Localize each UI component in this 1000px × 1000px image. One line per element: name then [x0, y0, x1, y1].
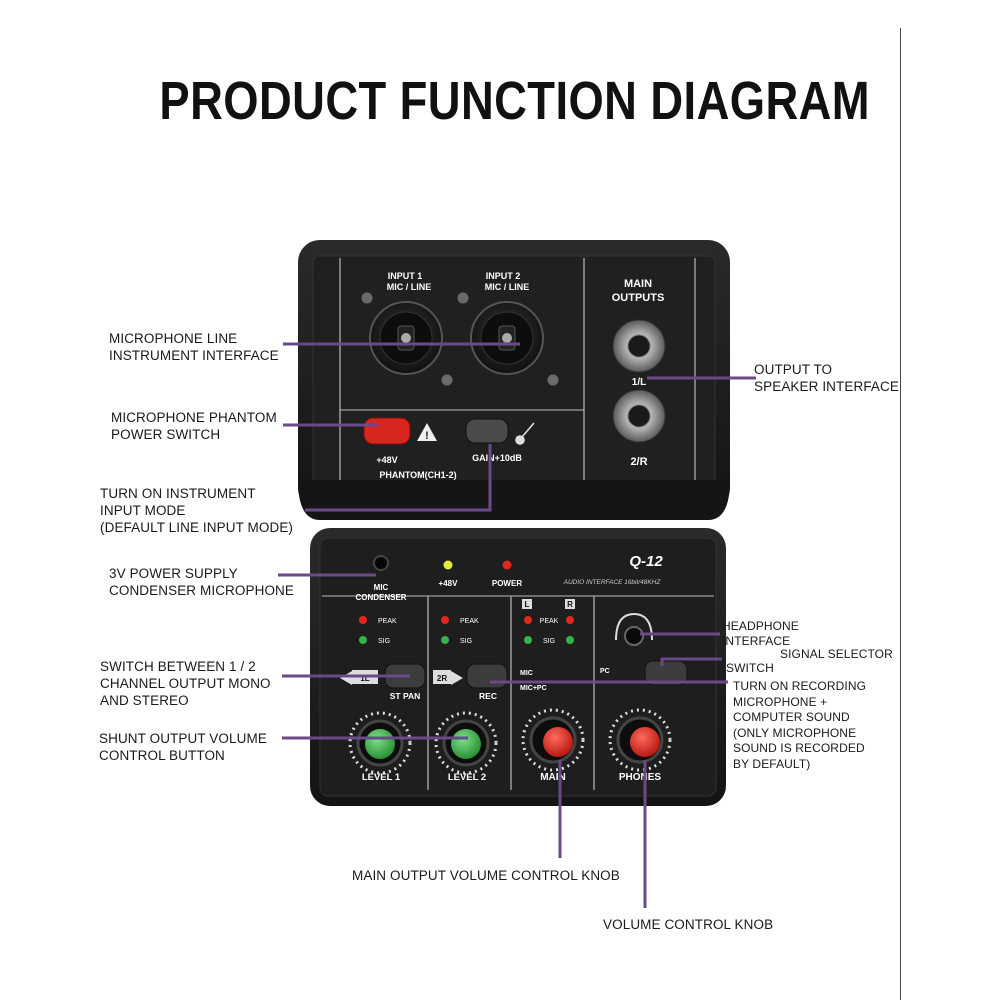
pc-label: PC: [600, 668, 610, 675]
callout-recording: TURN ON RECORDING MICROPHONE + COMPUTER …: [733, 679, 867, 771]
main-knob[interactable]: [521, 708, 585, 772]
main-outputs-label-2: OUTPUTS: [612, 292, 665, 304]
page-title: PRODUCT FUNCTION DIAGRAM: [159, 71, 871, 131]
leader-lines: [278, 342, 756, 908]
rec-mic-label: MIC: [520, 670, 533, 677]
headphone-jack[interactable]: [615, 612, 653, 646]
model-name: Q-12: [629, 553, 663, 570]
callout-mic-line: MICROPHONE LINE INSTRUMENT INTERFACE: [109, 331, 279, 363]
guitar-icon: [515, 422, 535, 445]
phantom-label: PHANTOM(CH1-2): [379, 470, 456, 480]
input1-sublabel: MIC / LINE: [387, 282, 432, 292]
xlr-combo-jack-2[interactable]: [456, 291, 560, 387]
svg-text:PEAK: PEAK: [378, 618, 397, 625]
main-outputs-label-1: MAIN: [624, 278, 652, 290]
signal-selector-switch[interactable]: [644, 660, 688, 686]
edge-divider: [900, 28, 901, 1000]
callout-headphone: HEADPHONE INTERFACE: [722, 619, 799, 648]
phones-label: PHONES: [619, 772, 662, 783]
callout-signal-selector: SIGNAL SELECTOR: [780, 647, 893, 661]
callout-main-knob: MAIN OUTPUT VOLUME CONTROL KNOB: [352, 868, 620, 883]
tag-2r: [433, 670, 451, 684]
rec-micpc-label: MIC+PC: [520, 685, 547, 692]
main-label: MAIN: [540, 772, 566, 783]
svg-text:1L: 1L: [360, 674, 369, 683]
rec-label: REC: [479, 691, 497, 701]
callout-shunt: SHUNT OUTPUT VOLUME CONTROL BUTTON: [99, 731, 267, 763]
svg-text:PEAK: PEAK: [460, 618, 479, 625]
condenser-label: CONDENSER: [355, 593, 406, 602]
output-2r-label: 2/R: [630, 456, 647, 468]
phantom-48v-label: +48V: [376, 455, 397, 465]
callout-volume-knob: VOLUME CONTROL KNOB: [603, 917, 774, 932]
svg-text:SIG: SIG: [460, 638, 472, 645]
callout-phantom: MICROPHONE PHANTOM POWER SWITCH: [111, 410, 277, 442]
level2-knob[interactable]: [434, 711, 498, 775]
output-jack-1l[interactable]: [612, 319, 666, 373]
input1-label: INPUT 1: [388, 271, 423, 281]
ch2-leds: PEAK SIG: [441, 616, 479, 645]
mic-label: MIC: [374, 583, 389, 592]
svg-text:SIG: SIG: [378, 638, 390, 645]
svg-text:L: L: [525, 600, 530, 609]
led-power-label: POWER: [492, 579, 522, 588]
model-subtitle: AUDIO INTERFACE 16bit/48KHZ: [563, 579, 662, 586]
svg-text:SIG: SIG: [543, 638, 555, 645]
input2-sublabel: MIC / LINE: [485, 282, 530, 292]
led-48v: [443, 560, 453, 570]
output-jack-2r[interactable]: [612, 389, 666, 443]
phones-knob[interactable]: [608, 708, 672, 772]
st-pan-label: ST PAN: [390, 691, 421, 701]
svg-text:2R: 2R: [437, 674, 447, 683]
level1-label: LEVEL 1: [362, 772, 401, 783]
output-1l-label: 1/L: [632, 377, 646, 388]
callout-output-speaker: OUTPUT TO SPEAKER INTERFACE: [754, 362, 899, 394]
device-shoulder: [298, 480, 730, 520]
input2-label: INPUT 2: [486, 271, 521, 281]
svg-text:!: !: [425, 430, 429, 442]
mic-condenser-jack[interactable]: [373, 555, 389, 571]
led-48v-label: +48V: [439, 579, 459, 588]
svg-text:R: R: [567, 600, 573, 609]
callout-3v-power: 3V POWER SUPPLY CONDENSER MICROPHONE: [109, 566, 295, 598]
gain-button[interactable]: [465, 418, 509, 444]
ch1-leds: PEAK SIG: [359, 616, 397, 645]
gain-label: GAIN+10dB: [472, 453, 522, 463]
xlr-combo-jack-1[interactable]: [360, 291, 454, 387]
warning-icon: [417, 423, 437, 441]
main-leds: L R PEAK SIG: [522, 599, 575, 645]
svg-text:PEAK: PEAK: [540, 618, 559, 625]
rec-switch[interactable]: [466, 663, 508, 689]
callout-switch-12: SWITCH BETWEEN 1 / 2 CHANNEL OUTPUT MONO…: [100, 659, 271, 708]
callout-switch: SWITCH: [726, 661, 774, 675]
level2-label: LEVEL 2: [448, 772, 486, 783]
callout-instrument: TURN ON INSTRUMENT INPUT MODE (DEFAULT L…: [100, 486, 294, 535]
led-power: [502, 560, 512, 570]
phantom-power-button[interactable]: [363, 417, 411, 445]
